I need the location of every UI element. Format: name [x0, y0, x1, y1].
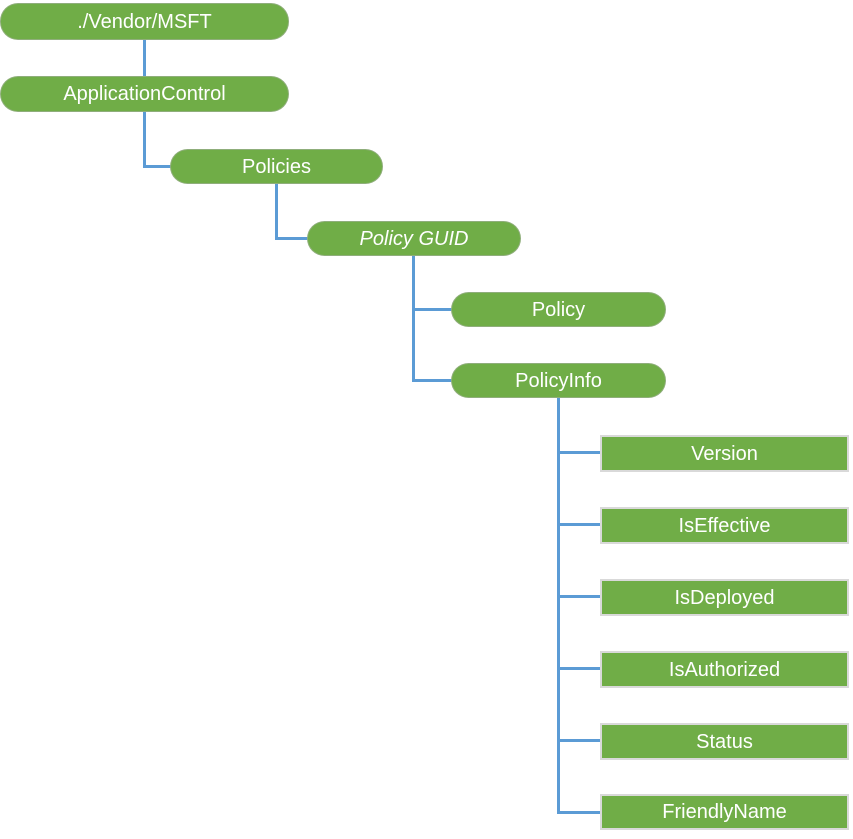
- connector-horizontal-line: [143, 165, 172, 168]
- connector-horizontal-line: [557, 811, 602, 814]
- connector-vertical-line: [412, 256, 415, 382]
- connector-vertical-line: [275, 184, 278, 240]
- connector-vertical-line: [143, 112, 146, 168]
- tree-node-is-effective: IsEffective: [600, 507, 849, 544]
- tree-node-application-control: ApplicationControl: [0, 76, 289, 112]
- tree-node-friendly-name: FriendlyName: [600, 794, 849, 830]
- connector-horizontal-line: [557, 739, 602, 742]
- tree-node-policies: Policies: [170, 149, 383, 184]
- tree-node-is-deployed: IsDeployed: [600, 579, 849, 616]
- tree-node-policy: Policy: [451, 292, 666, 327]
- connector-horizontal-line: [557, 523, 602, 526]
- connector-horizontal-line: [557, 667, 602, 670]
- connector-vertical-line: [143, 40, 146, 76]
- tree-node-is-authorized: IsAuthorized: [600, 651, 849, 688]
- tree-node-policy-guid: Policy GUID: [307, 221, 521, 256]
- connector-horizontal-line: [412, 379, 453, 382]
- connector-horizontal-line: [275, 237, 309, 240]
- connector-horizontal-line: [412, 308, 453, 311]
- connector-horizontal-line: [557, 451, 602, 454]
- tree-node-vendor-msft: ./Vendor/MSFT: [0, 3, 289, 40]
- connector-vertical-line: [557, 398, 560, 814]
- tree-node-policy-info: PolicyInfo: [451, 363, 666, 398]
- tree-node-version: Version: [600, 435, 849, 472]
- tree-node-status: Status: [600, 723, 849, 760]
- connector-horizontal-line: [557, 595, 602, 598]
